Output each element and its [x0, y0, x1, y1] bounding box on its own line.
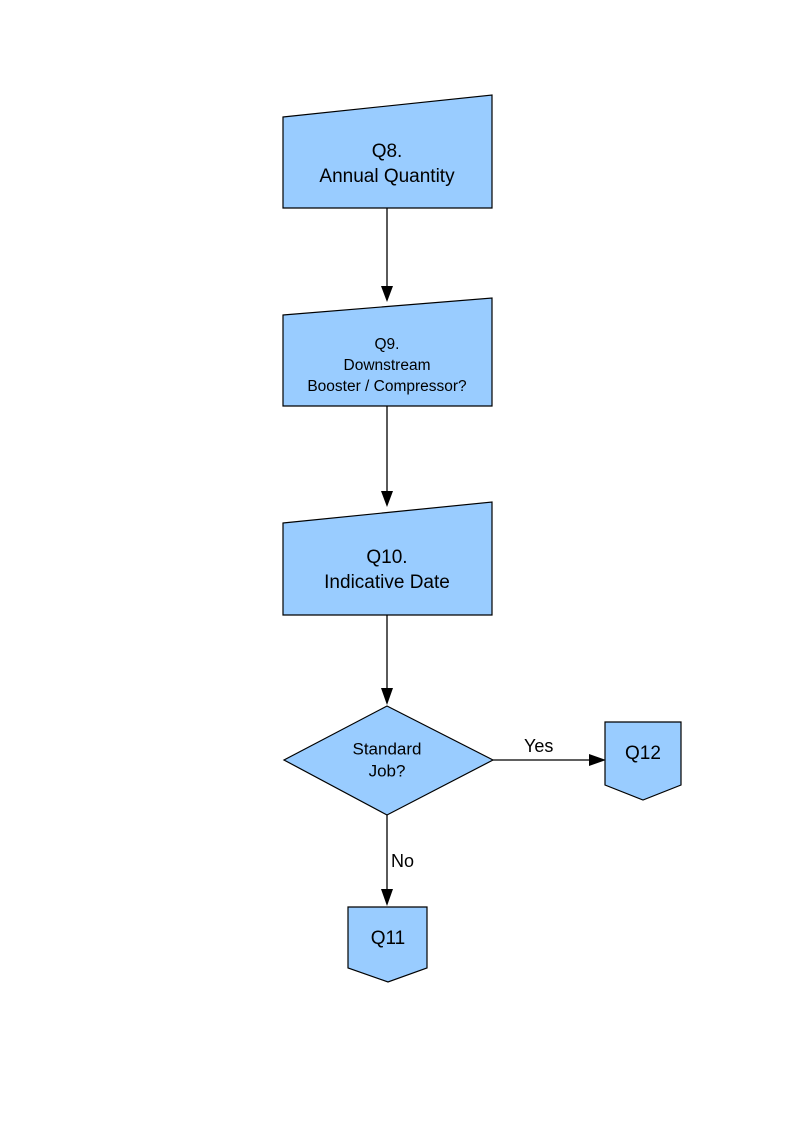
arrow-head-q8-q9 [381, 286, 393, 302]
node-decision-standard-job[interactable]: Standard Job? [282, 705, 495, 816]
connector-decision-to-q11: No [381, 815, 414, 906]
q9-label-line1: Q9. [375, 336, 400, 353]
decision-label-line2: Job? [369, 761, 406, 780]
node-q9[interactable]: Q9. Downstream Booster / Compressor? [282, 297, 493, 407]
connector-q9-to-q10 [381, 406, 393, 507]
connector-q10-to-decision [381, 615, 393, 705]
q8-shape[interactable] [282, 94, 493, 209]
connector-q8-to-q9 [381, 208, 393, 302]
edge-label-no: No [391, 851, 414, 871]
q8-label-line2: Annual Quantity [319, 166, 455, 187]
arrow-head-decision-q11 [381, 889, 393, 906]
connector-decision-to-q12: Yes [493, 736, 606, 766]
q12-label: Q12 [625, 743, 661, 764]
q10-shape[interactable] [282, 501, 493, 616]
q11-label: Q11 [371, 928, 406, 949]
node-q12[interactable]: Q12 [604, 721, 682, 801]
edge-label-yes: Yes [524, 736, 553, 756]
decision-label-line1: Standard [353, 739, 422, 758]
arrow-head-q10-decision [381, 688, 393, 705]
node-q11[interactable]: Q11 [347, 906, 428, 983]
node-q8[interactable]: Q8. Annual Quantity [282, 94, 493, 209]
arrow-head-decision-q12 [589, 754, 606, 766]
q9-label-line3: Booster / Compressor? [307, 378, 467, 395]
q9-label-line2: Downstream [344, 357, 431, 374]
arrow-head-q9-q10 [381, 491, 393, 507]
q10-label-line1: Q10. [366, 547, 407, 568]
q11-shape[interactable] [347, 906, 428, 983]
q12-shape[interactable] [604, 721, 682, 801]
node-q10[interactable]: Q10. Indicative Date [282, 501, 493, 616]
q9-shape[interactable] [282, 297, 493, 407]
q8-label-line1: Q8. [372, 141, 403, 162]
q10-label-line2: Indicative Date [324, 572, 450, 593]
